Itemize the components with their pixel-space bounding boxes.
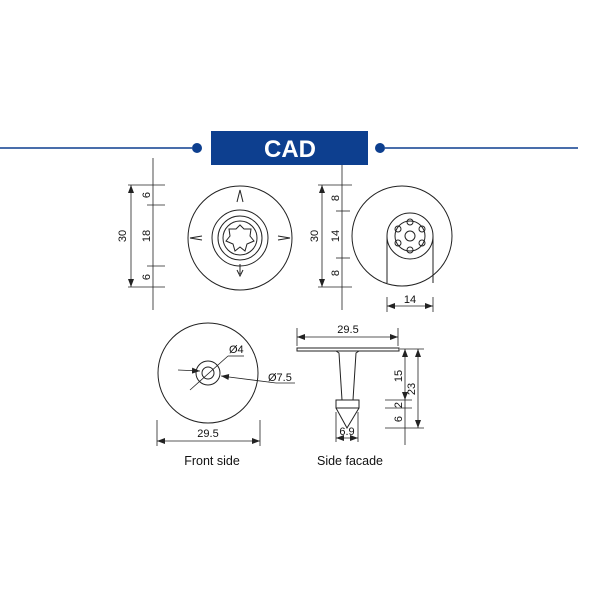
washer-plate: [296, 347, 400, 352]
header-banner: CAD: [0, 131, 578, 165]
dim-middle: 18: [141, 230, 153, 242]
outer-diameter-label: Ø7.5: [268, 372, 292, 384]
shank-length-label: 15: [393, 370, 405, 382]
width-label: 29.5: [197, 428, 218, 440]
title-box: [211, 131, 368, 165]
header-dot-right: [375, 143, 385, 153]
top-left-view: 30 6 18 6: [117, 158, 293, 310]
side-facade-caption: Side facade: [317, 454, 383, 468]
dim-bottom: 6: [141, 274, 153, 280]
torx-star-icon: [225, 224, 255, 252]
dim-middle: 14: [330, 230, 342, 242]
washer-outline: [157, 322, 259, 424]
pin-shank: [335, 350, 360, 401]
dim-top: 8: [330, 195, 342, 201]
width-label: 29.5: [337, 324, 358, 336]
front-side-caption: Front side: [184, 454, 240, 468]
tip-label: 6: [393, 416, 405, 422]
dim-bottom: 8: [330, 270, 342, 276]
inner-diameter-label: Ø4: [229, 344, 244, 356]
page-title: CAD: [264, 136, 316, 163]
collar-label: 2: [393, 402, 405, 408]
washer-outline: [187, 185, 293, 291]
side-facade-view: 29.5 6.9 15 23 2 6 Side facade: [296, 324, 424, 468]
top-right-view: 30 8 14 8 14: [309, 165, 453, 312]
dim-total: 30: [309, 230, 321, 242]
header-dot-left: [192, 143, 202, 153]
dim-width: 14: [404, 294, 416, 306]
washer-outline: [351, 185, 453, 287]
tip-width-label: 6.9: [339, 426, 354, 438]
total-length-label: 23: [406, 383, 418, 395]
dim-top: 6: [141, 192, 153, 198]
dim-total: 30: [117, 230, 129, 242]
front-side-view: Ø4 Ø7.5 29.5 Front side: [156, 322, 295, 468]
